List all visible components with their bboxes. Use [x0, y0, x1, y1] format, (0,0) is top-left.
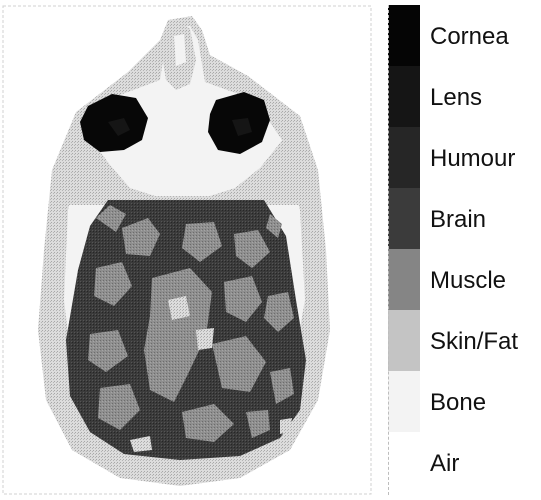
legend-label-air: Air — [430, 450, 459, 478]
legend-swatch-air — [388, 432, 420, 493]
legend-swatch-brain — [388, 188, 420, 249]
legend-swatch-humour — [388, 127, 420, 188]
legend-label-bone: Bone — [430, 389, 486, 417]
legend-label-brain: Brain — [430, 206, 486, 234]
legend-swatch-muscle — [388, 249, 420, 310]
nose-highlight — [174, 34, 186, 66]
head-tissue-cross-section — [0, 0, 375, 500]
legend-swatch-lens — [388, 66, 420, 127]
legend-swatch-cornea — [388, 5, 420, 66]
legend-label-muscle: Muscle — [430, 267, 506, 295]
legend-label-cornea: Cornea — [430, 23, 509, 51]
legend-swatch-bone — [388, 371, 420, 432]
legend-label-humour: Humour — [430, 145, 515, 173]
legend-label-lens: Lens — [430, 84, 482, 112]
legend-swatch-skin-fat — [388, 310, 420, 371]
legend-label-skin-fat: Skin/Fat — [430, 328, 518, 356]
tissue-legend: Cornea Lens Humour Brain Muscle Skin/Fat… — [388, 5, 538, 495]
